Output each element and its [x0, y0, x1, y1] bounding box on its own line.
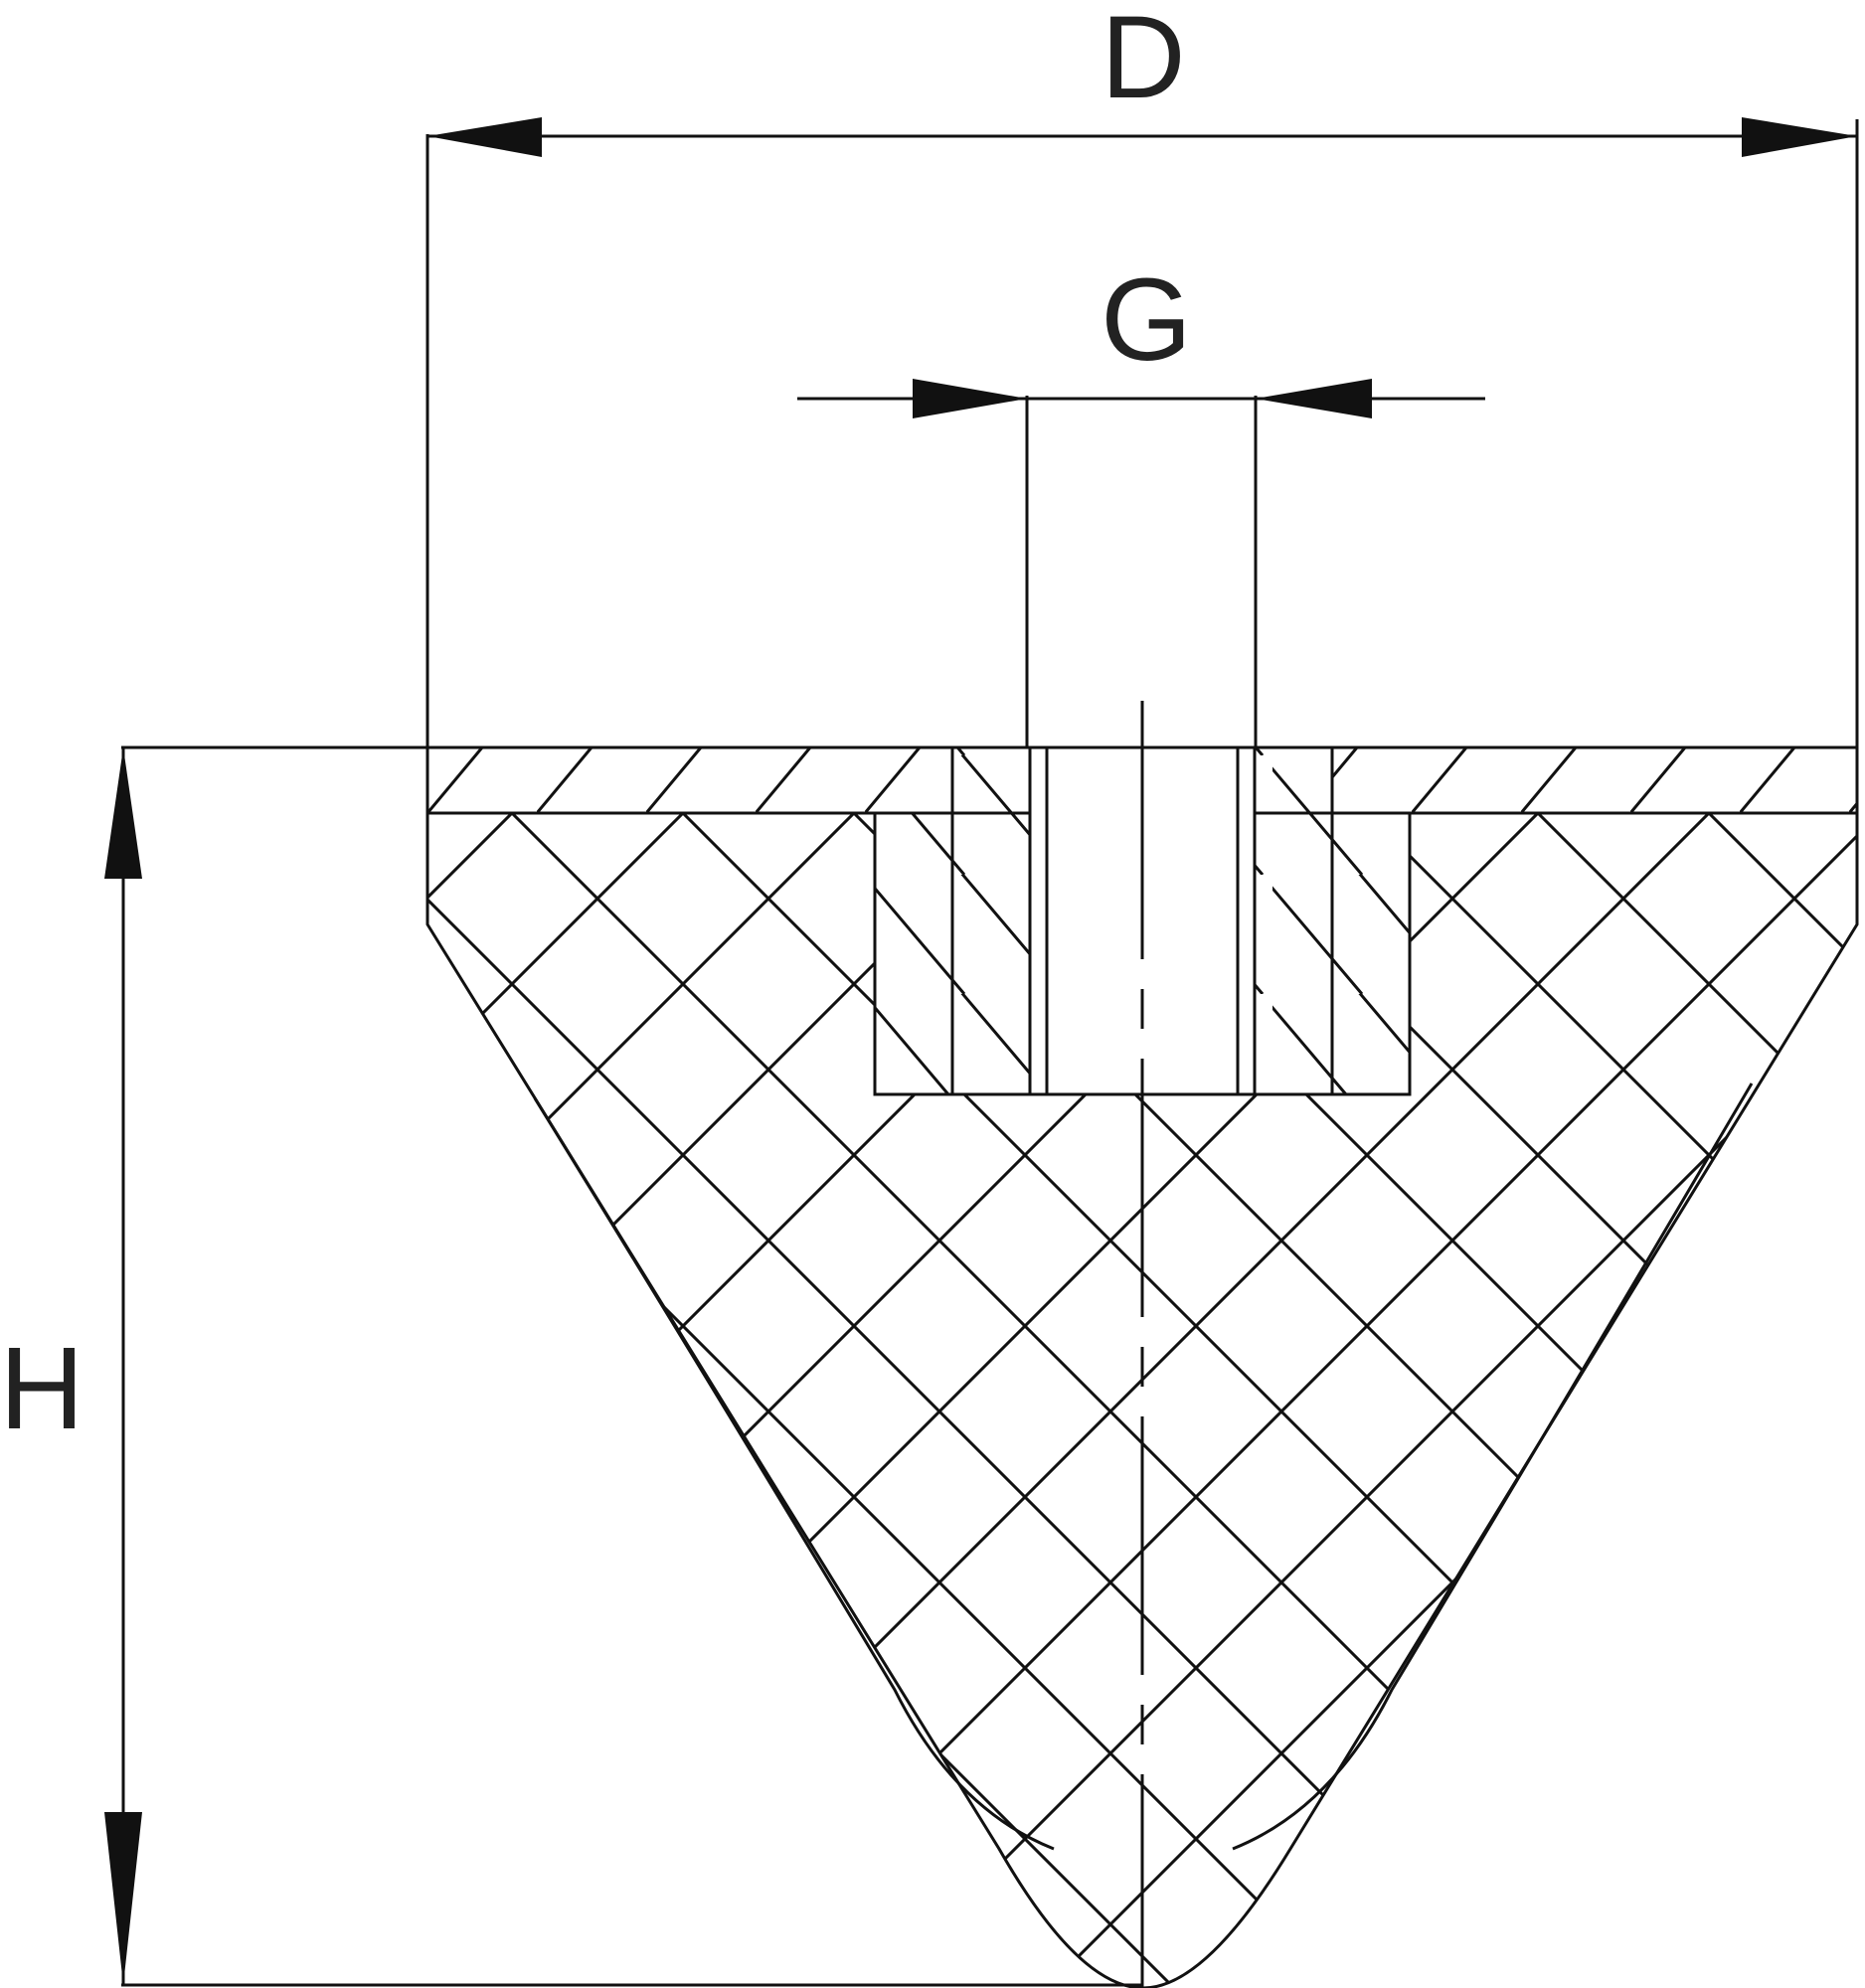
insert-wall-left — [950, 746, 1032, 1096]
plate-left-section — [425, 746, 954, 815]
dimension-H-label: H — [0, 1323, 85, 1454]
rubber-inner-contour-right — [1232, 1082, 1754, 1851]
dimension-H: H — [0, 746, 1143, 1987]
dimension-D-arrow-right — [1742, 117, 1857, 157]
top-steel-plate — [425, 746, 1859, 815]
insert-flange-left — [873, 811, 954, 1096]
plate-right-section — [1330, 746, 1859, 815]
insert-wall-right — [1253, 746, 1334, 1096]
rubber-inner-contour-left — [533, 1097, 1055, 1851]
dimension-H-arrow-top — [104, 747, 142, 879]
threaded-insert — [873, 746, 1412, 1096]
dimension-G-label: G — [1101, 254, 1192, 386]
dimension-G: G — [797, 254, 1485, 747]
dimension-D-arrow-left — [427, 117, 542, 157]
dimension-D: D — [425, 0, 1859, 747]
dimension-G-arrow-right — [1256, 379, 1372, 418]
dimension-H-arrow-bottom — [104, 1812, 142, 1985]
insert-flange-right — [1330, 811, 1412, 1096]
dimension-G-arrow-left — [913, 379, 1027, 418]
dimension-D-label: D — [1101, 0, 1185, 123]
